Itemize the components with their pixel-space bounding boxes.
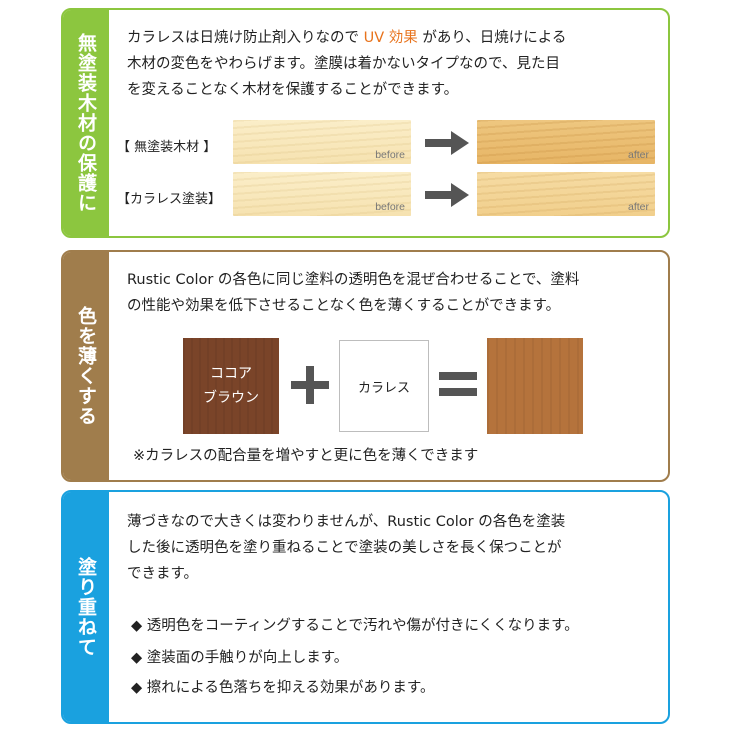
after-caption: after xyxy=(627,149,649,161)
benefit-item: ◆ 塗装面の手触りが向上します。 xyxy=(131,650,349,666)
panel-side-label: 塗り重ねて xyxy=(63,492,109,722)
cocoa-brown-swatch: ココア ブラウン xyxy=(183,338,279,434)
untreated-wood-after-image: after xyxy=(477,120,655,164)
colorless-coated-label: 【カラレス塗装】 xyxy=(117,192,222,207)
colorless-swatch: カラレス xyxy=(339,340,429,432)
overcoat-description-line-3: できます。 xyxy=(127,566,199,582)
panel-side-label: 無塗装木材の保護に xyxy=(63,10,109,236)
cocoa-brown-label-line-2: ブラウン xyxy=(203,390,259,406)
untreated-wood-label: 【 無塗装木材 】 xyxy=(117,140,217,155)
benefit-item: ◆ 透明色をコーティングすることで汚れや傷が付きにくくなります。 xyxy=(131,618,579,634)
right-arrow-icon xyxy=(425,183,469,207)
colorless-wood-after-image: after xyxy=(477,172,655,216)
overcoat-panel: 塗り重ねて 薄づきなので大きくは変わりませんが、Rustic Color の各色… xyxy=(61,490,670,724)
uv-protection-panel: 無塗装木材の保護に カラレスは日焼け防止剤入りなので UV 効果 があり、日焼け… xyxy=(61,8,670,238)
panel-side-label: 色を薄くする xyxy=(63,252,109,480)
uv-description-line-3: を変えることなく木材を保護することができます。 xyxy=(127,82,459,98)
right-arrow-icon xyxy=(425,131,469,155)
colorless-wood-before-image: before xyxy=(233,172,411,216)
color-dilution-panel: 色を薄くする Rustic Color の各色に同じ塗料の透明色を混ぜ合わせるこ… xyxy=(61,250,670,482)
uv-description-line-2: 木材の変色をやわらげます。塗膜は着かないタイプなので、見た目 xyxy=(127,56,560,72)
uv-effect-highlight: UV 効果 xyxy=(363,30,418,46)
uv-description-line-1: カラレスは日焼け防止剤入りなので UV 効果 があり、日焼けによる xyxy=(127,30,567,46)
overcoat-description-line-1: 薄づきなので大きくは変わりませんが、Rustic Color の各色を塗装 xyxy=(127,514,566,530)
plus-icon xyxy=(291,366,329,404)
overcoat-description-line-2: した後に透明色を塗り重ねることで塗装の美しさを長く保つことが xyxy=(127,540,562,556)
benefit-item: ◆ 擦れによる色落ちを抑える効果があります。 xyxy=(131,680,435,696)
before-caption: before xyxy=(375,201,405,213)
mix-ratio-note: ※カラレスの配合量を増やすと更に色を薄くできます xyxy=(133,448,479,464)
cocoa-brown-label-line-1: ココア xyxy=(210,366,252,382)
diluted-result-swatch xyxy=(487,338,583,434)
before-caption: before xyxy=(375,149,405,161)
untreated-wood-before-image: before xyxy=(233,120,411,164)
after-caption: after xyxy=(627,201,649,213)
dilution-description-line-2: の性能や効果を低下させることなく色を薄くすることができます。 xyxy=(127,298,561,314)
equals-icon xyxy=(439,372,477,396)
dilution-description-line-1: Rustic Color の各色に同じ塗料の透明色を混ぜ合わせることで、塗料 xyxy=(127,272,580,288)
